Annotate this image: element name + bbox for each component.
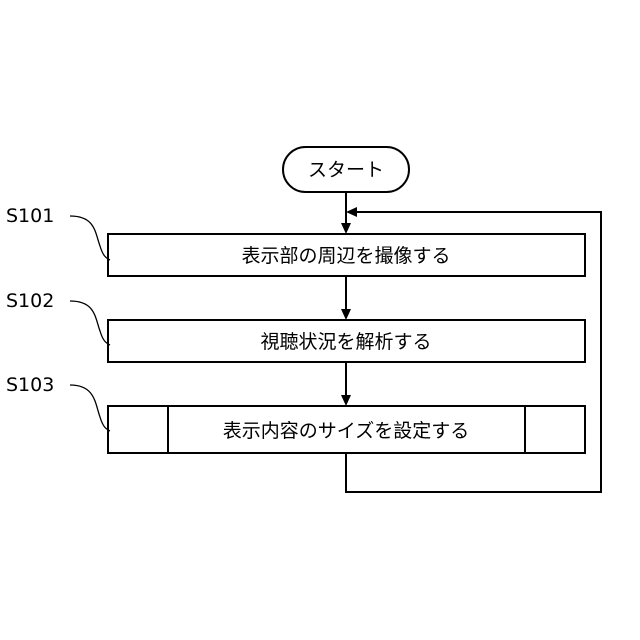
loop-back-arrowhead — [346, 207, 357, 217]
start-terminal-label: スタート — [308, 159, 384, 181]
step-s101: 表示部の周辺を撮像する S101 — [6, 205, 585, 276]
step-s102-leader-line — [70, 301, 110, 345]
start-terminal: スタート — [283, 147, 409, 192]
step-s103-id: S103 — [6, 374, 54, 396]
step-s101-leader-line — [70, 216, 110, 260]
step-s101-text: 表示部の周辺を撮像する — [241, 245, 450, 267]
step-s102-id: S102 — [6, 290, 54, 312]
step-s103-leader-line — [70, 385, 110, 431]
step-s102-text: 視聴状況を解析する — [260, 331, 431, 353]
step-s103-text: 表示内容のサイズを設定する — [223, 420, 469, 442]
arrow-s101-to-s102 — [341, 276, 351, 320]
step-s103: 表示内容のサイズを設定する S103 — [6, 374, 585, 453]
arrow-s102-to-s103 — [341, 362, 351, 406]
step-s101-id: S101 — [6, 205, 54, 227]
step-s102: 視聴状況を解析する S102 — [6, 290, 585, 362]
